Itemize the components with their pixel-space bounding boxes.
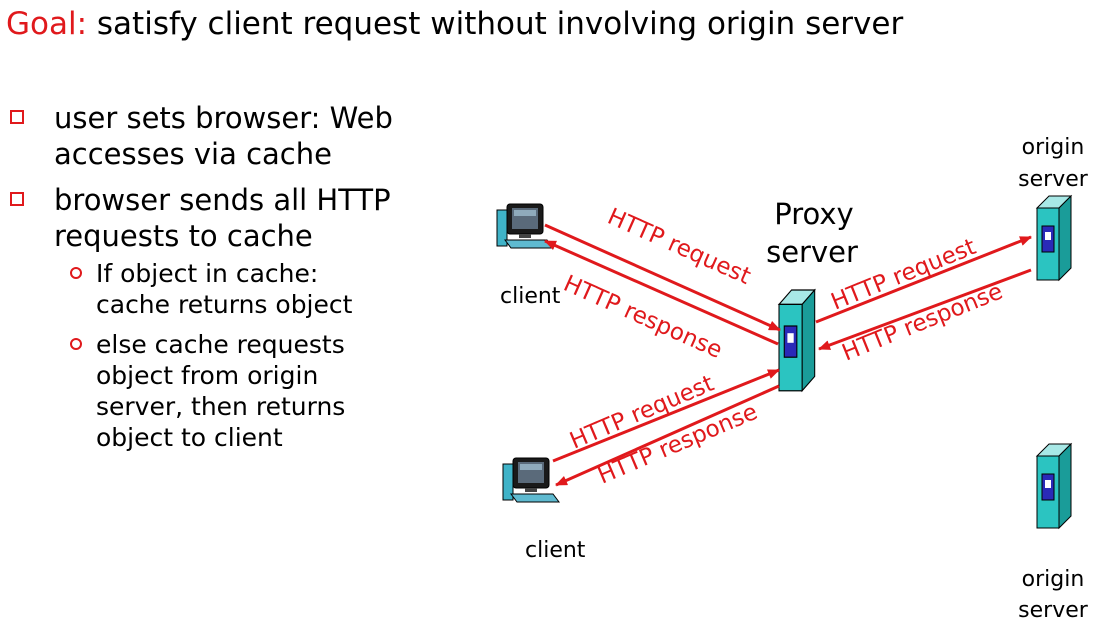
client-label: client (500, 284, 561, 309)
arrow-response-from-origin (818, 268, 1032, 351)
circle-bullet-icon (70, 267, 82, 279)
sub-bullet-line: object to client (96, 423, 283, 452)
sub-bullet-item: else cache requests object from origin s… (54, 329, 466, 453)
bullet-line: accesses via cache (54, 137, 332, 171)
square-bullet-icon (10, 192, 24, 206)
origin-label: origin (1022, 135, 1085, 160)
sub-bullet-item: If object in cache: cache returns object (54, 258, 466, 320)
sub-bullet-line: else cache requests (96, 330, 345, 359)
arrow-request-from-client-2 (552, 368, 780, 463)
slide-title: Goal: satisfy client request without inv… (6, 6, 903, 42)
bullet-list: user sets browser: Web accesses via cach… (6, 100, 466, 463)
proxy-server-icon (778, 289, 816, 392)
circle-bullet-icon (70, 338, 82, 350)
arrow-request-to-origin (815, 235, 1032, 324)
client-label: client (525, 538, 586, 563)
sub-bullet-line: cache returns object (96, 290, 353, 319)
origin-server-icon (1036, 195, 1072, 281)
sub-bullet-line: object from origin (96, 361, 319, 390)
sub-bullet-line: If object in cache: (96, 259, 319, 288)
sub-bullet-line: server, then returns (96, 392, 346, 421)
origin-server-icon (1036, 443, 1072, 529)
goal-text: satisfy client request without involving… (96, 6, 904, 42)
origin-label: server (1018, 167, 1089, 192)
bullet-item: user sets browser: Web accesses via cach… (6, 100, 466, 172)
origin-label: server (1018, 598, 1089, 622)
arrow-response-to-client (544, 239, 779, 346)
square-bullet-icon (10, 110, 24, 124)
sub-bullet-list: If object in cache: cache returns object… (54, 258, 466, 453)
client-computer-icon (502, 457, 560, 503)
bullet-line: requests to cache (54, 219, 313, 253)
arrow-response-to-client-2 (555, 384, 780, 487)
proxy-label: Proxy (774, 197, 853, 231)
goal-label: Goal: (6, 6, 88, 42)
bullet-item: browser sends all HTTP requests to cache… (6, 182, 466, 453)
bullet-line: browser sends all HTTP (54, 183, 391, 217)
arrow-request-from-client (544, 223, 781, 332)
origin-label: origin (1022, 567, 1085, 592)
bullet-line: user sets browser: Web (54, 101, 393, 135)
proxy-label: server (766, 235, 858, 269)
